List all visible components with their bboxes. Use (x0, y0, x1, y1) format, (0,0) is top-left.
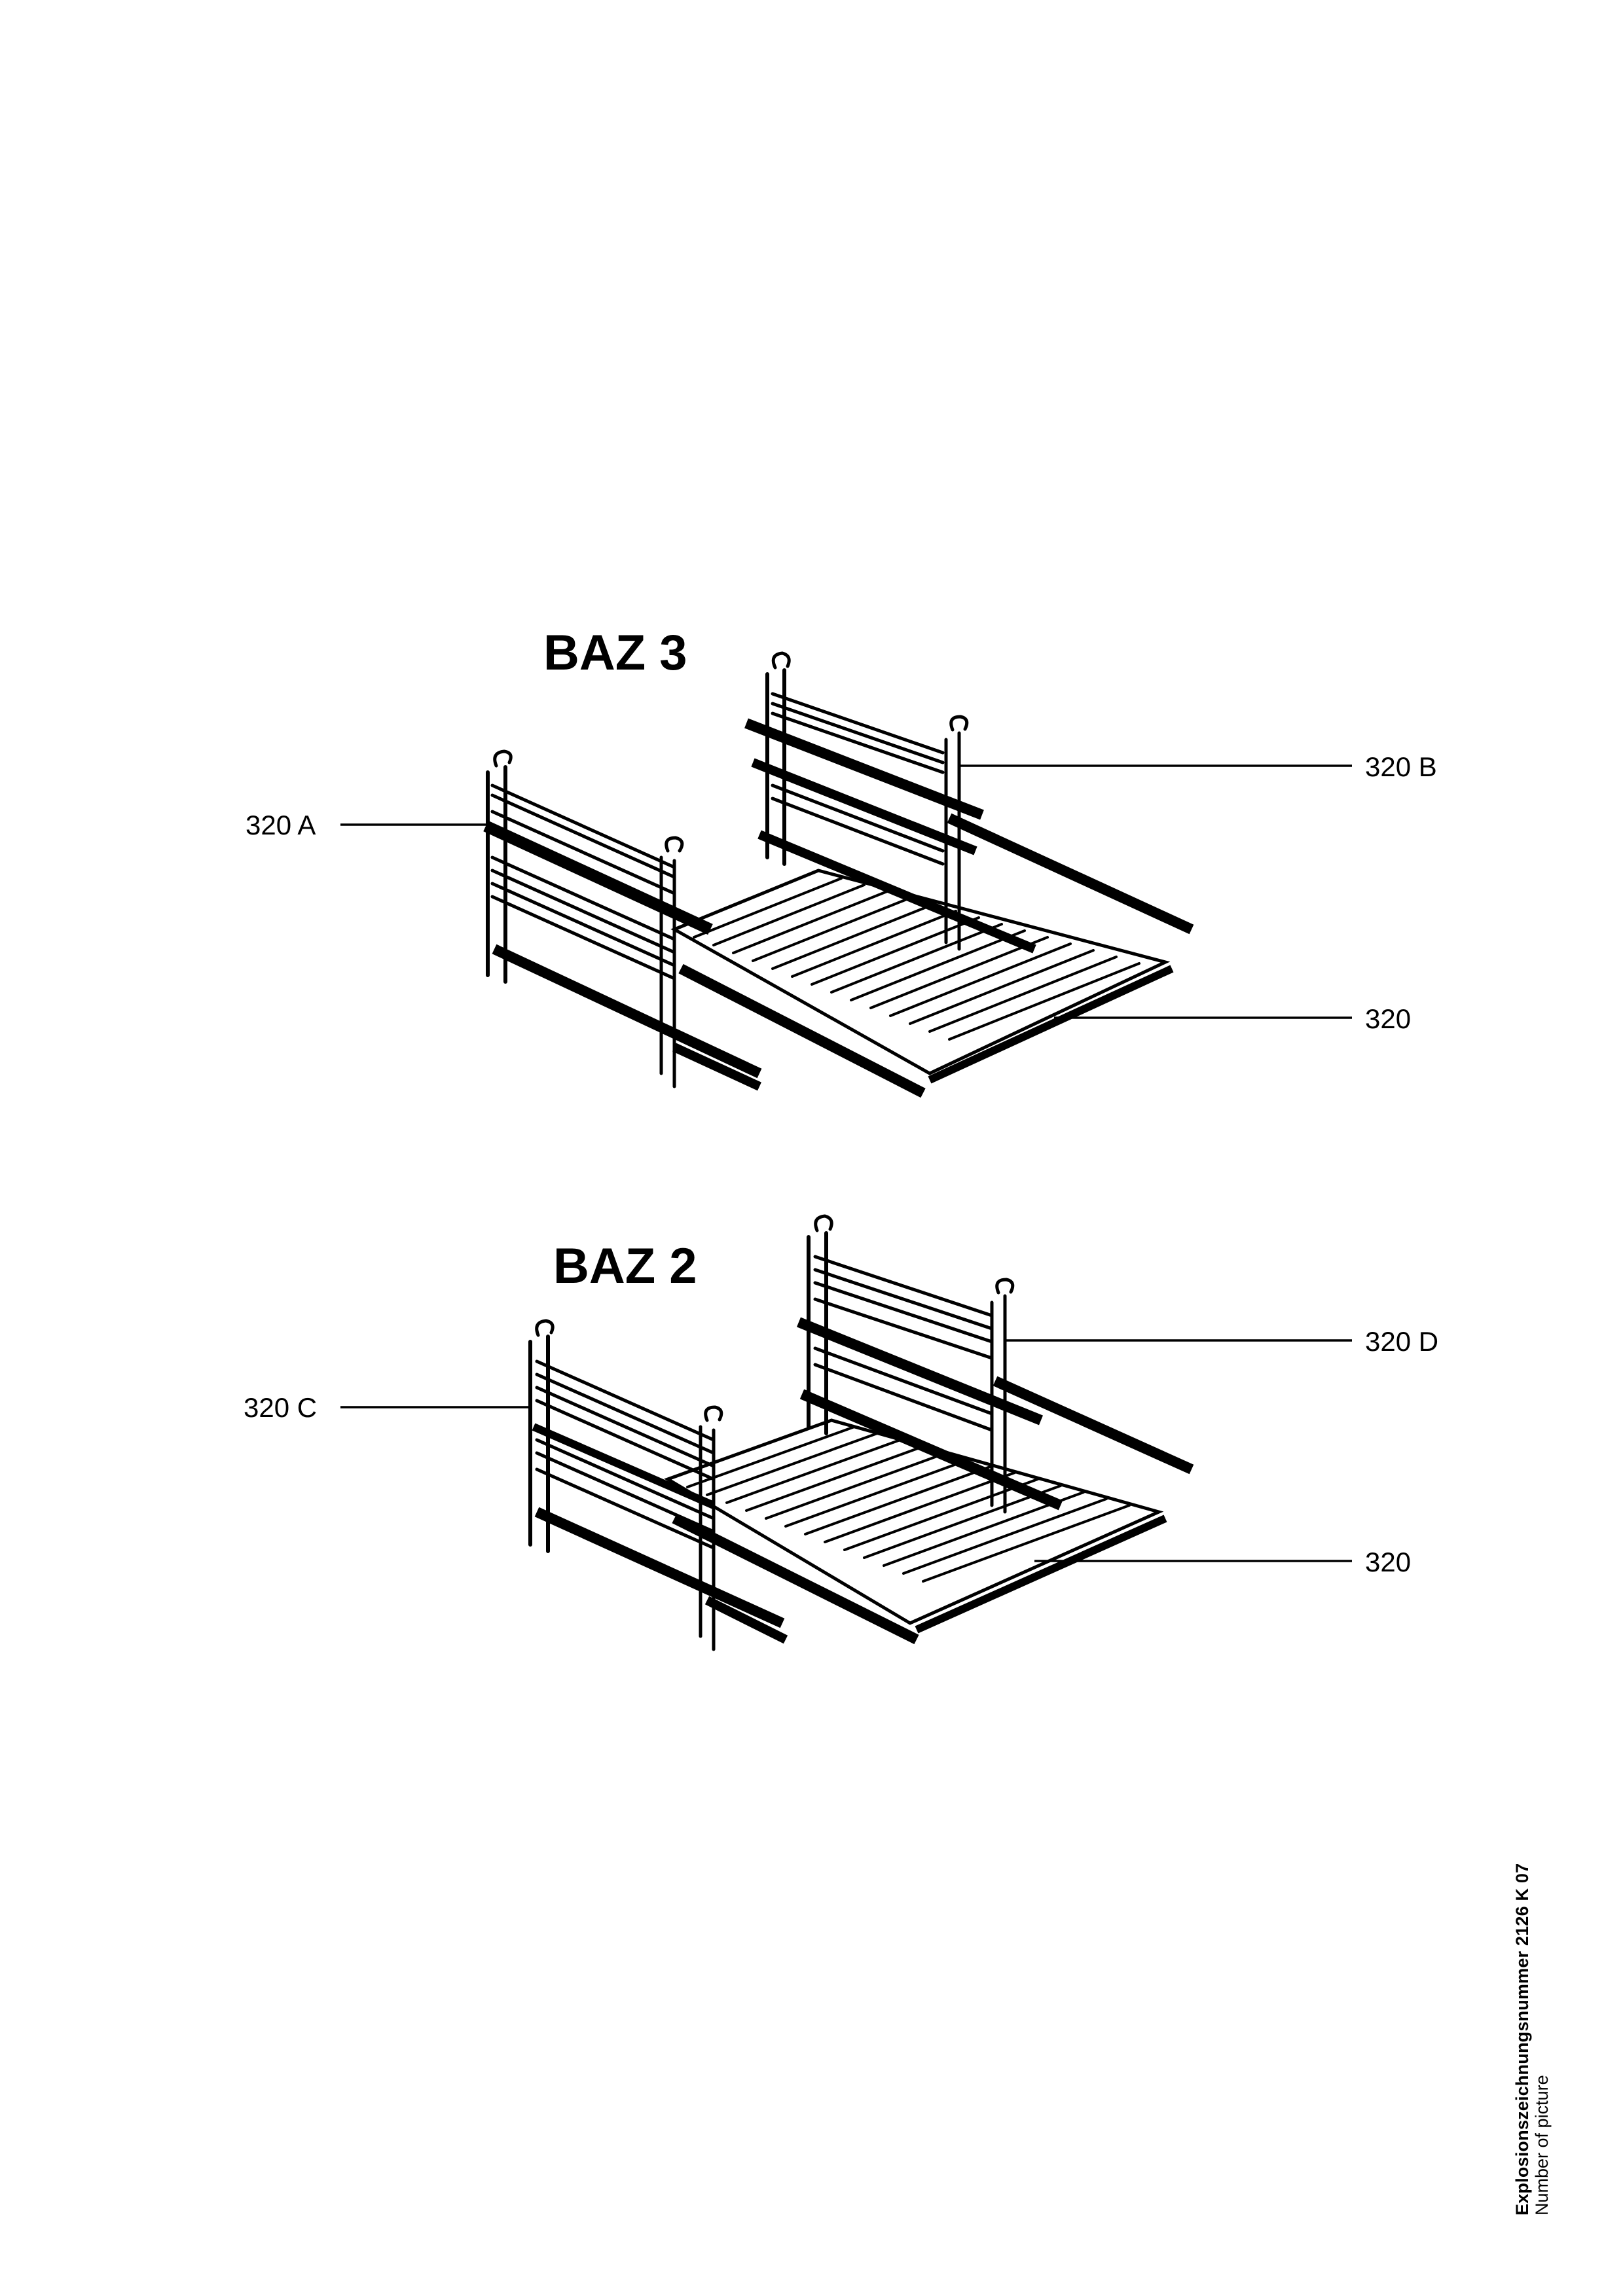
left-side-rack-320c (528, 1319, 788, 1651)
drawing-number-caption: Explosionszeichnungsnummer 2126 K 07 Num… (1512, 1863, 1552, 2215)
assembly-baz-2: BAZ 2 (244, 1214, 1438, 1651)
drawing-number: Explosionszeichnungsnummer 2126 K 07 (1512, 1863, 1532, 2215)
callout-320d: 320 D (1365, 1326, 1438, 1357)
right-side-rack-320b (744, 651, 1194, 954)
callout-320-bottom: 320 (1365, 1547, 1411, 1577)
callout-320b: 320 B (1365, 751, 1437, 782)
wire-shelf-320-bottom (664, 1418, 1167, 1645)
assembly-title-baz-3: BAZ 3 (543, 625, 687, 681)
drawing-number-subtitle: Number of picture (1532, 2075, 1552, 2215)
wire-shelf-320-top (670, 869, 1174, 1098)
callout-320-top: 320 (1365, 1003, 1411, 1034)
assembly-baz-3: BAZ 3 (246, 625, 1437, 1098)
callout-320a: 320 A (246, 810, 316, 840)
left-side-rack-320a (483, 749, 762, 1091)
callout-320c: 320 C (244, 1392, 317, 1423)
assembly-title-baz-2: BAZ 2 (553, 1238, 697, 1294)
